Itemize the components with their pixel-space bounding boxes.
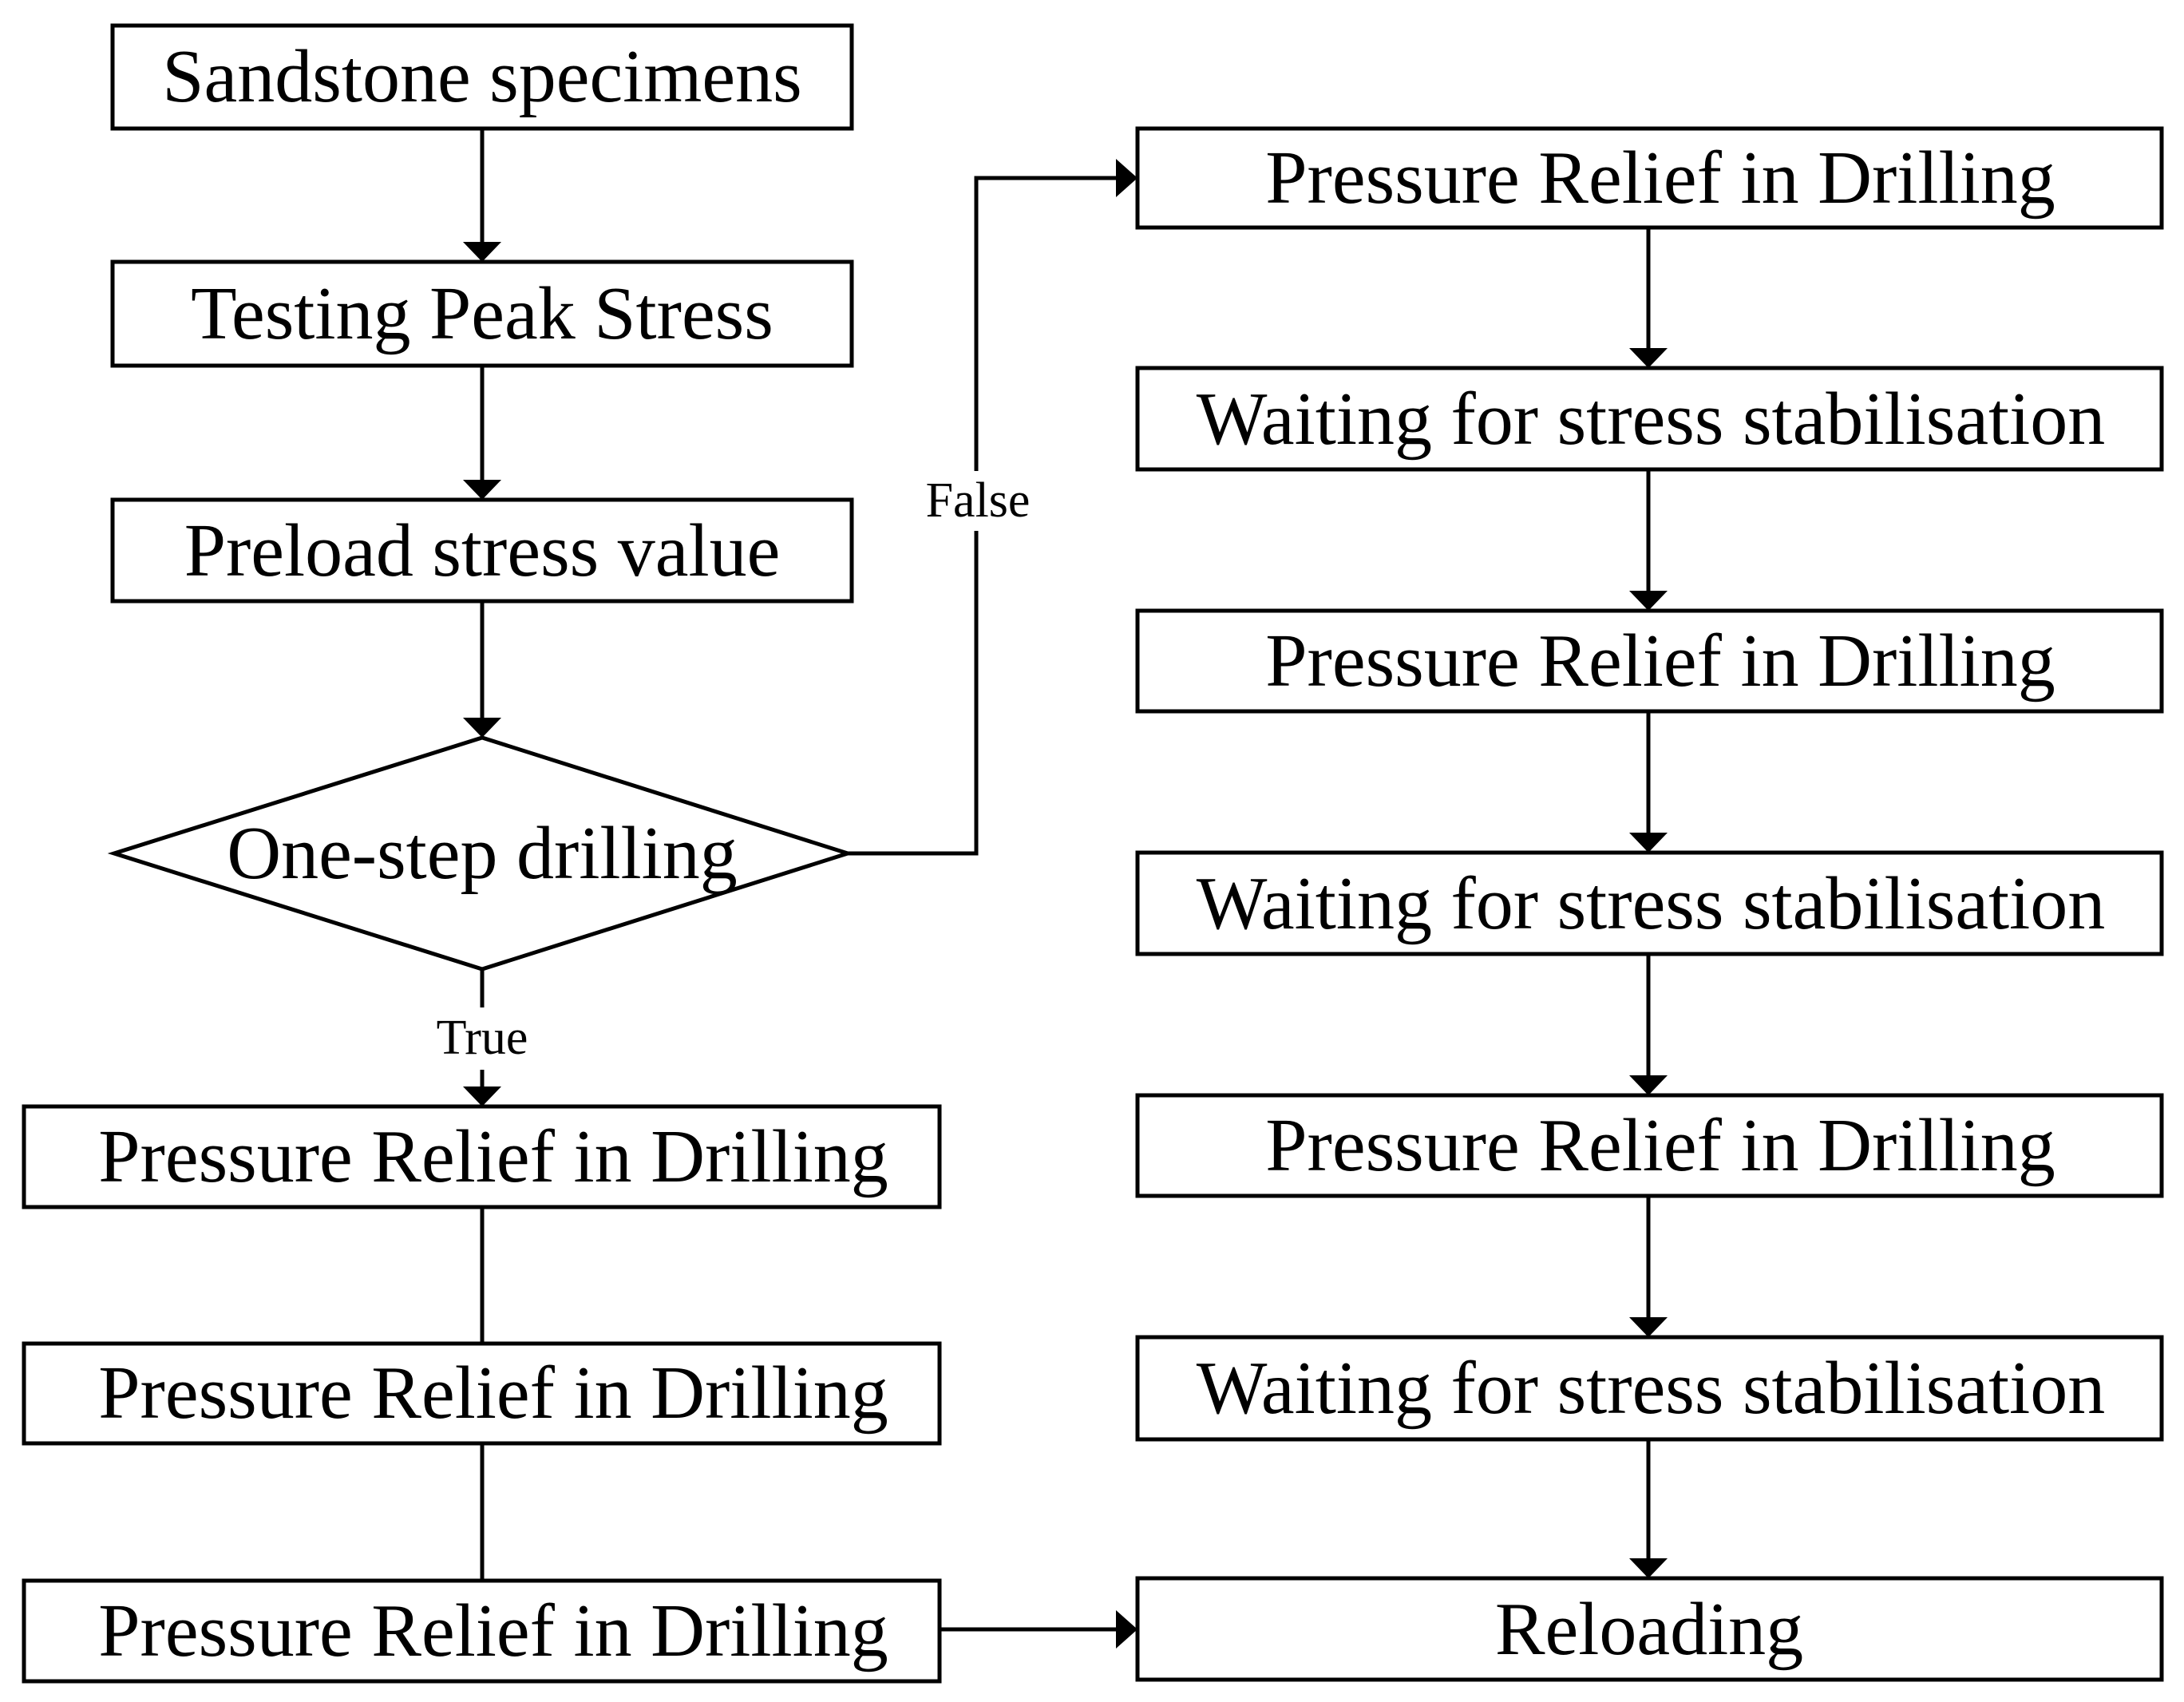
node-preload-stress-value: Preload stress value: [110, 497, 854, 604]
node-right-waiting-stabilisation-2: Waiting for stress stabilisation: [1135, 850, 2164, 956]
node-sandstone-specimens: Sandstone specimens: [110, 23, 854, 131]
decision-label: One-step drilling: [227, 812, 738, 895]
arrowhead-reloading-left: [1116, 1610, 1138, 1649]
edge-label-false: False: [926, 473, 1031, 528]
connector-decision-to-false-label: [848, 531, 979, 856]
node-label: Pressure Relief in Drilling: [98, 1115, 888, 1198]
node-label: Preload stress value: [184, 509, 781, 592]
decision-one-step-drilling: One-step drilling: [107, 735, 855, 972]
node-right-waiting-stabilisation-1: Waiting for stress stabilisation: [1135, 366, 2164, 472]
arrowhead-right-wait-3: [1629, 1317, 1668, 1337]
node-label: Pressure Relief in Drilling: [1265, 1104, 2055, 1187]
node-label: Pressure Relief in Drilling: [98, 1589, 888, 1672]
node-label: Pressure Relief in Drilling: [1265, 619, 2055, 703]
node-right-waiting-stabilisation-3: Waiting for stress stabilisation: [1135, 1335, 2164, 1442]
node-testing-peak-stress: Testing Peak Stress: [110, 259, 854, 368]
node-label: Testing Peak Stress: [191, 272, 774, 355]
arrowhead-right-relief-1: [1116, 159, 1138, 197]
node-label: Reloading: [1495, 1588, 1803, 1671]
node-label: Pressure Relief in Drilling: [98, 1352, 888, 1435]
node-right-pressure-relief-1: Pressure Relief in Drilling: [1135, 126, 2164, 230]
node-label: Waiting for stress stabilisation: [1197, 1347, 2106, 1430]
node-label: Pressure Relief in Drilling: [1265, 137, 2055, 220]
arrowhead-left-relief-1: [463, 1087, 501, 1106]
node-label: Sandstone specimens: [162, 35, 801, 118]
node-left-pressure-relief-3: Pressure Relief in Drilling: [22, 1578, 942, 1684]
node-right-pressure-relief-2: Pressure Relief in Drilling: [1135, 608, 2164, 714]
arrowhead-right-relief-3: [1629, 1075, 1668, 1095]
arrowhead-right-relief-2: [1629, 591, 1668, 611]
arrowhead-decision: [463, 718, 501, 738]
node-right-pressure-relief-3: Pressure Relief in Drilling: [1135, 1093, 2164, 1198]
arrowhead-reloading-top: [1629, 1558, 1668, 1578]
node-left-pressure-relief-1: Pressure Relief in Drilling: [22, 1104, 942, 1209]
arrowhead-preload: [463, 480, 501, 500]
arrowhead-right-wait-1: [1629, 348, 1668, 368]
node-reloading: Reloading: [1135, 1576, 2164, 1682]
node-left-pressure-relief-2: Pressure Relief in Drilling: [22, 1341, 942, 1446]
edge-label-true: True: [437, 1011, 528, 1065]
connectors: [463, 129, 1668, 1649]
connector-false-label-to-right-relief-1: [974, 176, 1118, 471]
node-label: Waiting for stress stabilisation: [1197, 378, 2106, 461]
node-label: Waiting for stress stabilisation: [1197, 862, 2106, 945]
arrowhead-testing: [463, 242, 501, 262]
arrowhead-right-wait-2: [1629, 833, 1668, 853]
